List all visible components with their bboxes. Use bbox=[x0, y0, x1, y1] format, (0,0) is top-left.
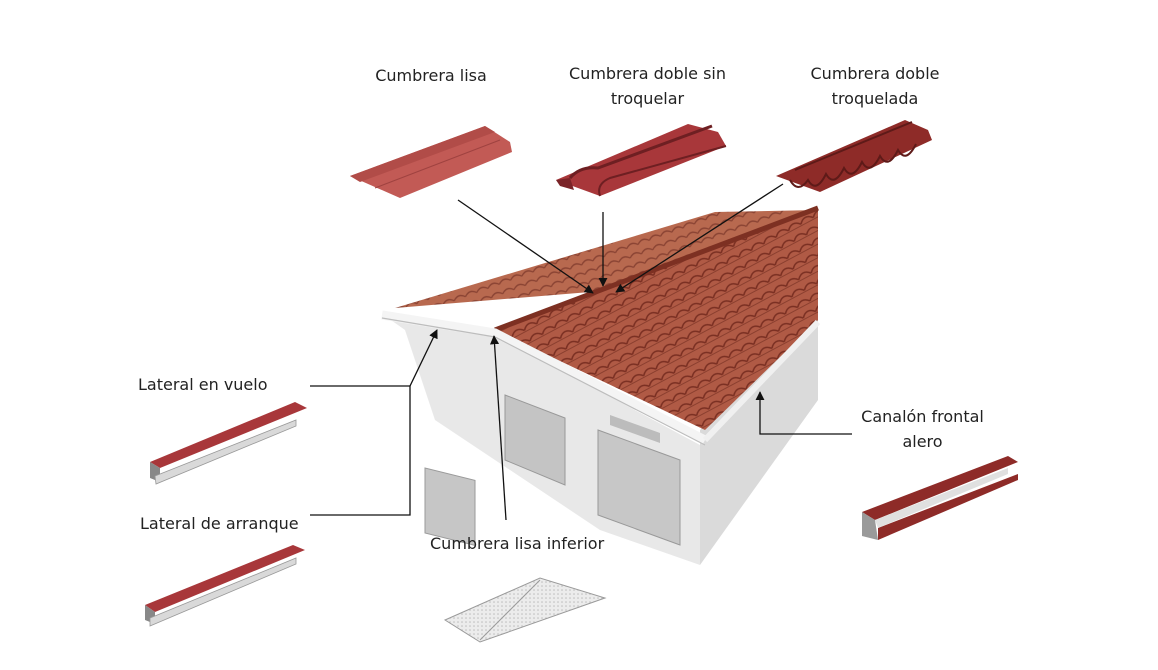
label-lateral-de-arranque: Lateral de arranque bbox=[140, 514, 299, 533]
cumbrera-lisa-piece bbox=[350, 126, 512, 198]
label-lateral-en-vuelo: Lateral en vuelo bbox=[138, 375, 268, 394]
leader-cumbrera-lisa-inferior bbox=[489, 335, 507, 521]
label-cumbrera-doble-sin-troquelar: Cumbrera doble sin troquelar bbox=[569, 64, 726, 108]
building-side-wall bbox=[700, 318, 818, 565]
cumbrera-lisa-inferior-piece bbox=[443, 577, 607, 643]
gable-fascia bbox=[381, 310, 708, 445]
eave-gutter bbox=[702, 319, 821, 443]
lateral-en-vuelo-piece bbox=[150, 402, 307, 485]
vent-grille bbox=[610, 415, 660, 443]
label-cumbrera-doble-troquelada: Cumbrera doble troquelada bbox=[810, 64, 940, 108]
leader-lateral-en-vuelo bbox=[409, 329, 438, 387]
canalon-frontal-alero-piece bbox=[862, 456, 1018, 540]
label-canalon-frontal-alero: Canalón frontal alero bbox=[861, 407, 984, 451]
door-left bbox=[424, 467, 476, 547]
door-right bbox=[597, 429, 681, 546]
label-cumbrera-lisa-inferior: Cumbrera lisa inferior bbox=[430, 534, 605, 553]
roof-back-slope bbox=[395, 210, 818, 308]
leader-laterales-bracket bbox=[310, 385, 411, 516]
prefab-building bbox=[381, 205, 821, 565]
leader-canalon-frontal-alero bbox=[755, 391, 852, 435]
door-center bbox=[504, 394, 566, 486]
cumbrera-doble-sin-troquelar-piece bbox=[556, 124, 727, 197]
roof-front-slope bbox=[495, 210, 818, 430]
leader-cumbrera-lisa bbox=[457, 199, 594, 294]
roof-ridge bbox=[494, 205, 819, 333]
label-cumbrera-lisa: Cumbrera lisa bbox=[375, 66, 487, 85]
leader-cumbrera-doble-troquelada bbox=[615, 183, 784, 293]
lateral-de-arranque-piece bbox=[145, 545, 305, 627]
leader-lines bbox=[310, 183, 852, 521]
cumbrera-doble-troquelada-piece bbox=[776, 120, 932, 192]
